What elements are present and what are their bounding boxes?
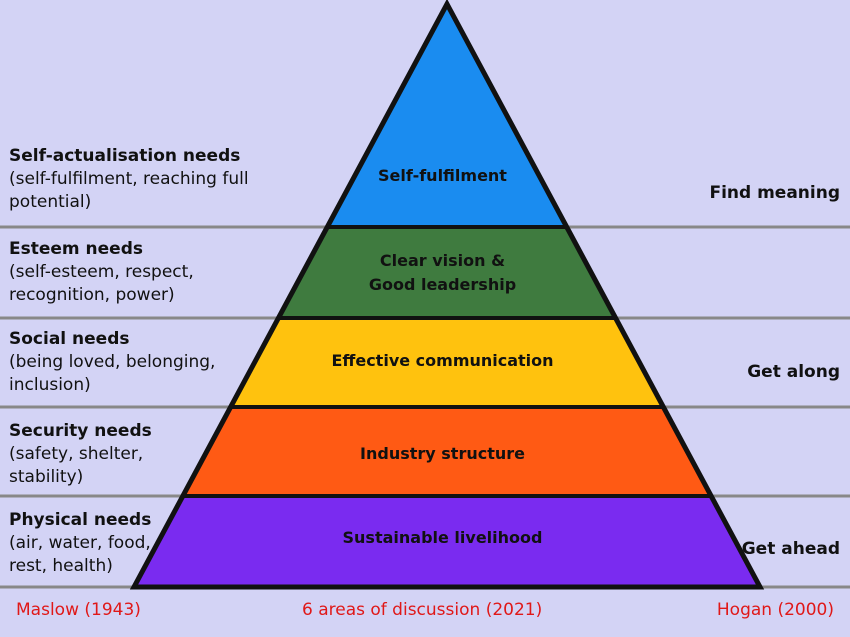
- maslow-need-physical: Physical needs (air, water, food, rest, …: [9, 510, 152, 576]
- source-hogan: Hogan (2000): [716, 600, 834, 620]
- layer-label-sustainable-livelihood: Sustainable livelihood: [342, 528, 543, 547]
- layer-label-self-fulfilment: Self-fulfilment: [378, 166, 507, 185]
- source-six-areas: 6 areas of discussion (2021): [302, 600, 543, 620]
- maslow-need-self-actualisation: Self-actualisation needs (self-fulfilmen…: [9, 146, 249, 212]
- source-maslow: Maslow (1943): [16, 600, 141, 620]
- hogan-label-get-ahead: Get ahead: [741, 539, 840, 559]
- hogan-label-get-along: Get along: [747, 362, 840, 382]
- layer-label-effective-communication: Effective communication: [331, 351, 554, 370]
- layer-label-industry-structure: Industry structure: [360, 444, 525, 463]
- maslow-need-social: Social needs (being loved, belonging, in…: [9, 329, 216, 395]
- hogan-label-find-meaning: Find meaning: [709, 183, 840, 203]
- maslow-need-esteem: Esteem needs (self-esteem, respect, reco…: [9, 239, 194, 305]
- pyramid-outline: [129, 0, 765, 590]
- layer-label-clear-vision: Clear vision & Good leadership: [368, 251, 517, 294]
- maslow-need-security: Security needs (safety, shelter, stabili…: [9, 421, 152, 487]
- pyramid-layer-1: [323, 0, 571, 229]
